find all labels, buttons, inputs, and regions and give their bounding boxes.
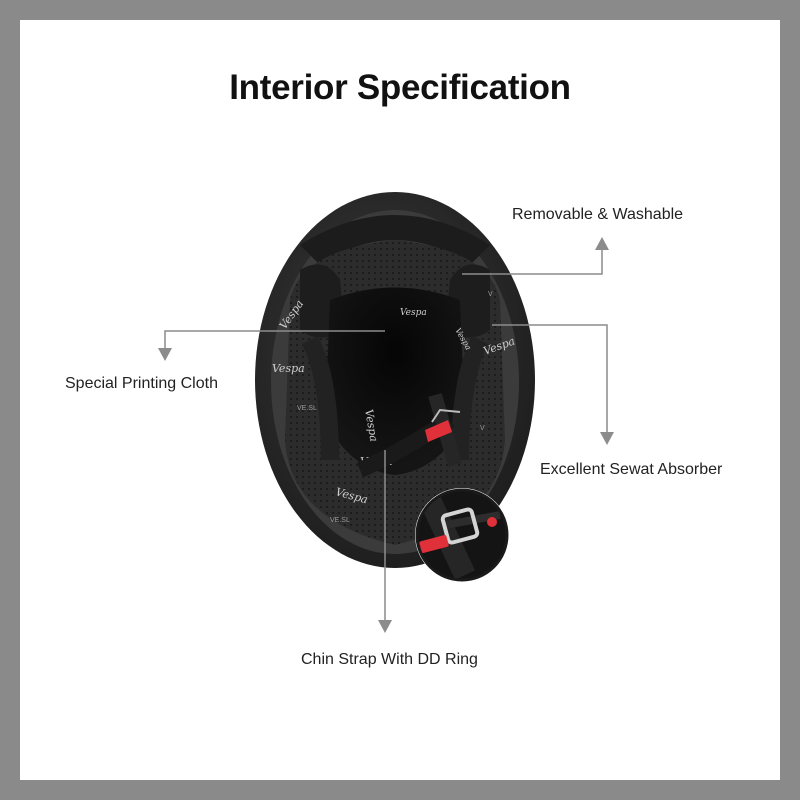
callout-printing: Special Printing Cloth xyxy=(65,375,218,392)
svg-text:Vespa: Vespa xyxy=(362,408,380,442)
svg-text:V: V xyxy=(488,291,493,298)
arrow-up-icon xyxy=(595,237,609,250)
leader-lines xyxy=(164,250,608,620)
callout-removable: Removable & Washable xyxy=(512,206,684,223)
leader-printing xyxy=(164,330,385,348)
leader-removable xyxy=(462,250,603,275)
arrow-down-icon xyxy=(158,348,172,361)
arrow-down-icon xyxy=(600,432,614,445)
callout-absorber: Excellent Sewat Absorber xyxy=(540,461,723,478)
chin-strap xyxy=(356,393,462,478)
arrow-down-icon xyxy=(378,620,392,633)
svg-text:Vespa: Vespa xyxy=(400,308,427,318)
svg-text:VE.SL: VE.SL xyxy=(297,405,317,412)
svg-text:Vespa: Vespa xyxy=(272,362,305,375)
strap-buckle-red xyxy=(425,420,452,442)
svg-text:VE.SL: VE.SL xyxy=(330,517,350,524)
dd-ring-detail-inset xyxy=(415,488,509,582)
leader-absorber xyxy=(492,324,608,432)
callout-chinstrap: Chin Strap With DD Ring xyxy=(301,651,478,668)
svg-text:V: V xyxy=(480,425,485,432)
page-title: Interior Specification xyxy=(229,68,571,107)
